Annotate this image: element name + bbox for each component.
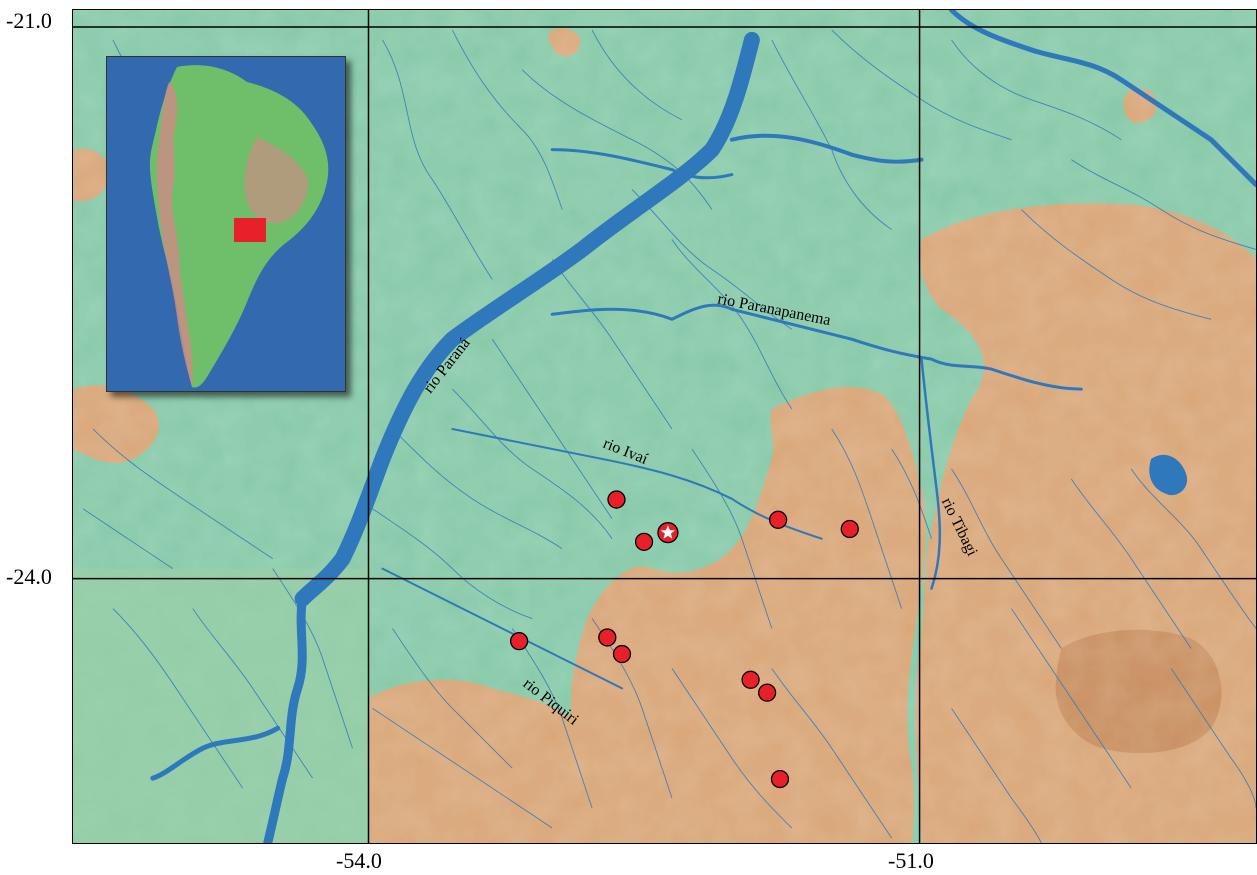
red-circle-icon[interactable] <box>607 490 626 509</box>
western-hill-shading <box>73 568 369 843</box>
minor-rivers <box>82 29 1256 843</box>
latitude-label-top: -21.0 <box>6 8 52 33</box>
inset-map[interactable] <box>106 56 346 392</box>
red-circle-icon[interactable] <box>741 670 760 689</box>
river-north-tributary <box>729 133 924 164</box>
river-parana-delta-arm <box>150 725 281 781</box>
river-tibagi <box>920 357 942 590</box>
latitude-label-middle: -24.0 <box>6 564 52 589</box>
river-northeast <box>949 10 1256 188</box>
red-circle-icon[interactable] <box>757 683 777 702</box>
red-circle-icon[interactable] <box>840 519 859 539</box>
south-america-inset <box>107 57 345 391</box>
red-circle-icon[interactable] <box>768 510 788 529</box>
longitude-label-left: -54.0 <box>336 848 382 873</box>
graticule <box>73 10 1256 843</box>
inset-brazilian-highlands <box>244 137 308 224</box>
red-circle-icon[interactable] <box>598 628 617 647</box>
red-circle-icon[interactable] <box>612 644 632 664</box>
red-circle-icon[interactable] <box>509 632 529 651</box>
river-north-branch <box>550 148 734 180</box>
inset-andes <box>156 82 193 387</box>
locality-markers <box>509 490 859 789</box>
white-star-icon <box>660 525 676 539</box>
inset-study-area <box>234 218 266 242</box>
lake-east <box>1149 454 1188 496</box>
longitude-label-right: -51.0 <box>888 848 934 873</box>
river-parana-channel <box>294 31 760 607</box>
major-rivers <box>150 10 1256 843</box>
river-parana-lower <box>263 594 308 843</box>
river-piquiri <box>381 567 624 690</box>
red-circle-icon[interactable] <box>770 769 790 789</box>
red-circle-icon[interactable] <box>634 532 654 551</box>
river-paranapanema <box>550 303 1083 391</box>
